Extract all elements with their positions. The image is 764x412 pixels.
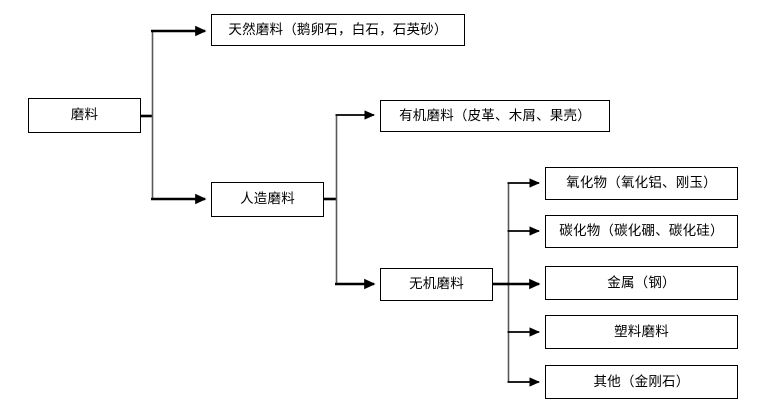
node-carbide[interactable]: 碳化物（碳化硼、碳化硅） (545, 215, 738, 248)
node-other-label: 其他（金刚石） (593, 373, 690, 389)
node-metal-label: 金属（钢） (607, 274, 676, 290)
node-root[interactable]: 磨料 (28, 98, 141, 133)
node-metal[interactable]: 金属（钢） (545, 266, 738, 300)
node-inorganic-abrasive-label: 无机磨料 (409, 276, 464, 292)
node-plastic-label: 塑料磨料 (614, 323, 669, 339)
node-artificial-abrasive-label: 人造磨料 (240, 191, 295, 207)
node-oxide[interactable]: 氧化物（氧化铝、刚玉） (545, 167, 738, 200)
node-natural-abrasive-label: 天然磨料（鹅卵石，白石，石英砂） (228, 21, 448, 37)
node-inorganic-abrasive[interactable]: 无机磨料 (380, 268, 493, 301)
node-oxide-label: 氧化物（氧化铝、刚玉） (566, 175, 717, 191)
node-natural-abrasive[interactable]: 天然磨料（鹅卵石，白石，石英砂） (211, 14, 465, 46)
node-organic-abrasive[interactable]: 有机磨料（皮革、木屑、果壳） (380, 100, 610, 132)
node-organic-abrasive-label: 有机磨料（皮革、木屑、果壳） (399, 107, 591, 123)
node-root-label: 磨料 (70, 107, 99, 123)
node-other[interactable]: 其他（金刚石） (545, 365, 738, 399)
node-plastic[interactable]: 塑料磨料 (545, 315, 738, 349)
node-artificial-abrasive[interactable]: 人造磨料 (211, 182, 324, 217)
node-carbide-label: 碳化物（碳化硼、碳化硅） (559, 223, 724, 239)
